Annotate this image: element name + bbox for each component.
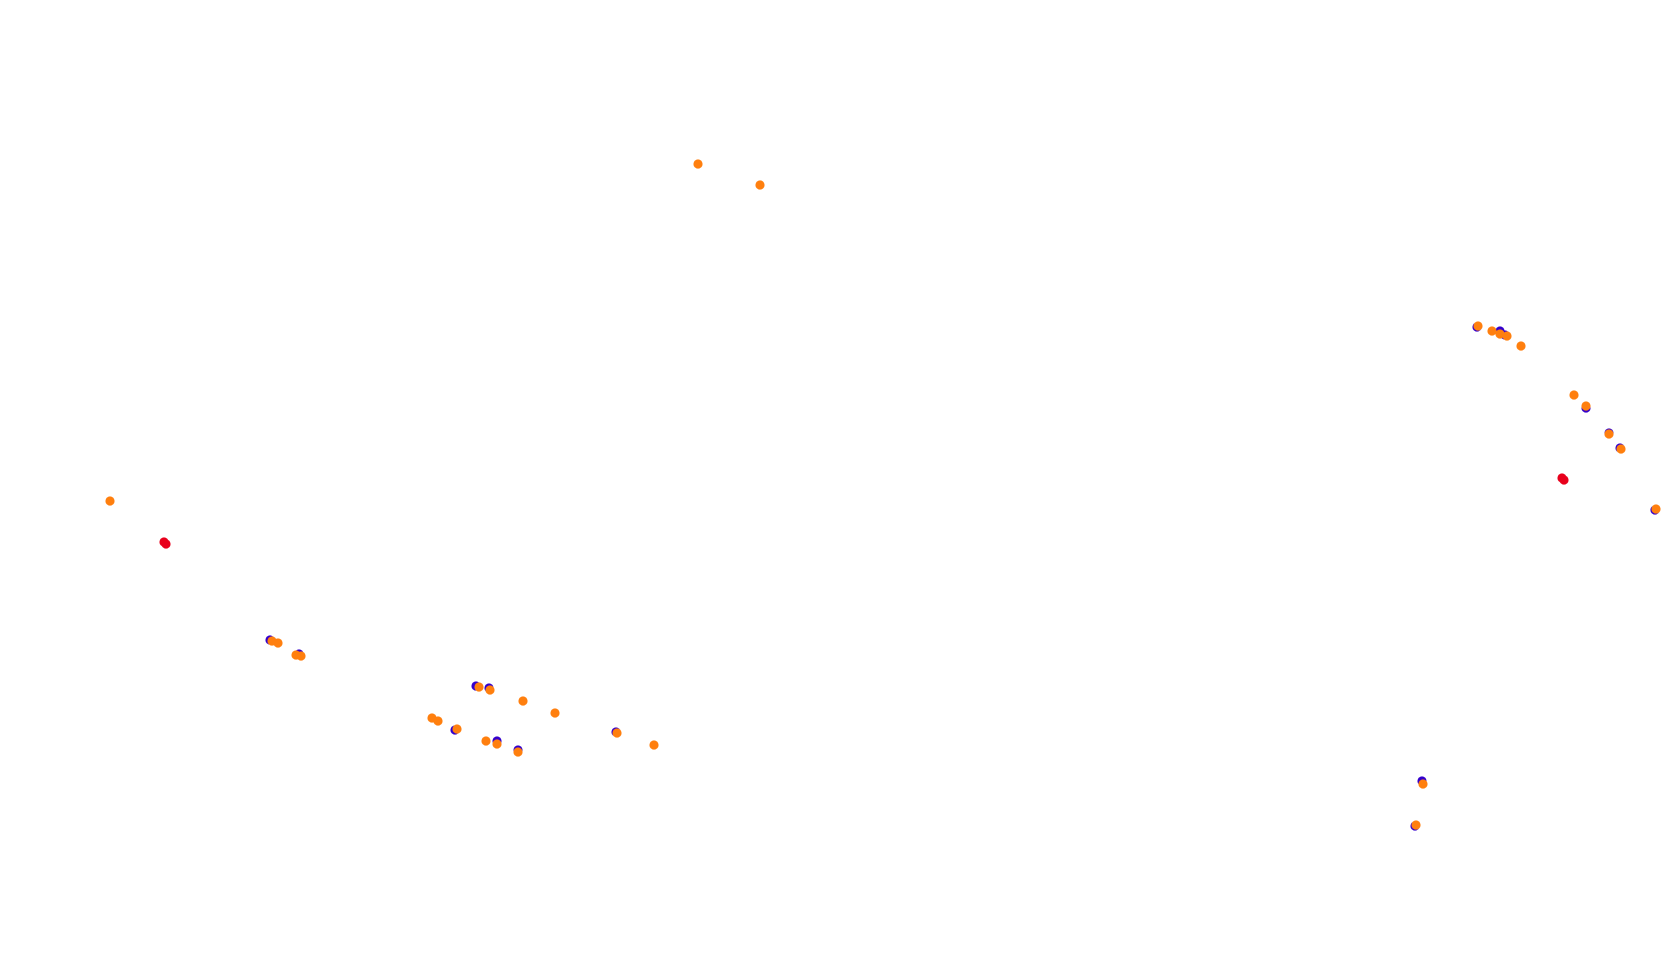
series-orange bbox=[105, 159, 1661, 830]
point-orange-10 bbox=[550, 708, 560, 718]
point-orange-13 bbox=[452, 724, 462, 734]
point-orange-30 bbox=[1411, 820, 1421, 830]
point-orange-20 bbox=[1487, 326, 1497, 336]
point-orange-26 bbox=[1604, 429, 1614, 439]
point-orange-29 bbox=[1418, 779, 1428, 789]
point-orange-28 bbox=[1651, 504, 1661, 514]
point-orange-6 bbox=[296, 651, 306, 661]
point-orange-0 bbox=[693, 159, 703, 169]
point-orange-16 bbox=[513, 747, 523, 757]
point-orange-12 bbox=[433, 716, 443, 726]
series-blue bbox=[265, 322, 1660, 831]
point-orange-27 bbox=[1616, 444, 1626, 454]
point-orange-15 bbox=[492, 739, 502, 749]
point-orange-17 bbox=[612, 728, 622, 738]
point-orange-9 bbox=[518, 696, 528, 706]
point-orange-7 bbox=[474, 682, 484, 692]
point-orange-23 bbox=[1516, 341, 1526, 351]
point-orange-2 bbox=[105, 496, 115, 506]
series-red bbox=[159, 473, 1569, 549]
point-orange-14 bbox=[481, 736, 491, 746]
point-orange-25 bbox=[1581, 401, 1591, 411]
point-orange-21 bbox=[1495, 329, 1505, 339]
point-orange-18 bbox=[649, 740, 659, 750]
series-layer bbox=[105, 159, 1661, 831]
point-orange-22 bbox=[1502, 331, 1512, 341]
point-orange-24 bbox=[1569, 390, 1579, 400]
point-red-1 bbox=[161, 539, 171, 549]
point-orange-1 bbox=[755, 180, 765, 190]
point-red-3 bbox=[1559, 475, 1569, 485]
point-orange-19 bbox=[1473, 321, 1483, 331]
point-orange-4 bbox=[273, 638, 283, 648]
point-orange-8 bbox=[485, 685, 495, 695]
